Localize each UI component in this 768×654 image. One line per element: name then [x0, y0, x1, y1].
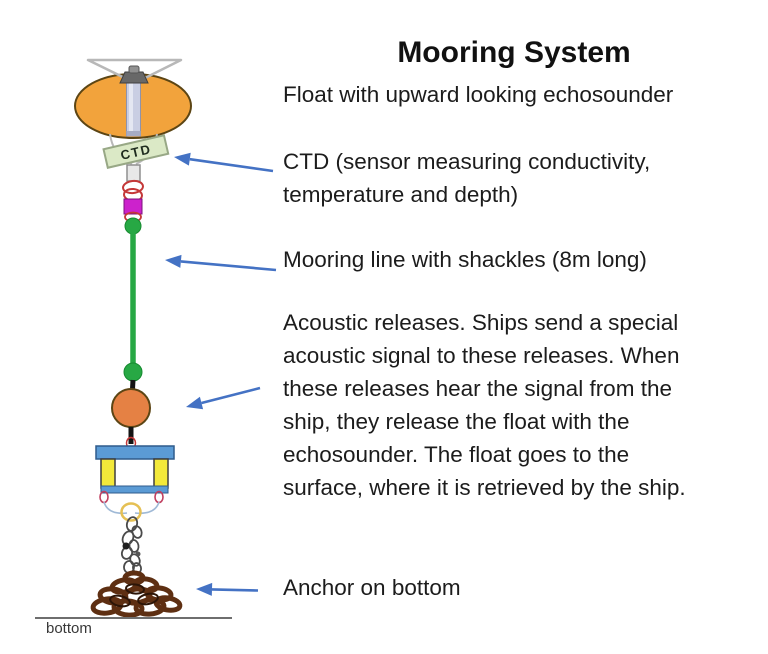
chain-links	[120, 516, 143, 574]
seabed-label: bottom	[46, 620, 92, 637]
float-top-frame	[86, 58, 183, 85]
echosounder-bottom-cap	[126, 131, 141, 136]
chain-gray-link	[135, 551, 141, 557]
connector-cylinder	[126, 164, 141, 182]
arrowhead-anchor	[196, 582, 213, 596]
label-float-echosounder: Float with upward looking echosounder	[283, 82, 674, 107]
echosounder-cylinder	[126, 79, 141, 137]
acoustic-release-ball	[111, 379, 151, 450]
shackle-stack	[122, 164, 144, 223]
arrowhead-mooring	[165, 254, 182, 268]
mooring-line-bottom-ball	[123, 362, 143, 382]
sling-lines	[103, 501, 160, 515]
lift-ring	[120, 502, 142, 522]
release-left	[100, 458, 116, 489]
arrowhead-acoustic	[186, 396, 204, 410]
release-right	[153, 458, 169, 489]
frame-top-bar	[95, 445, 175, 460]
label-ctd-sensor: CTD (sensor measuring conductivity, temp…	[283, 149, 651, 207]
page-title: Mooring System	[397, 36, 631, 69]
acoustic-releases-frame	[95, 445, 175, 522]
anchor-chain-pile	[90, 570, 183, 618]
arrowhead-ctd	[174, 152, 191, 166]
ctd-sensor-tag: CTD	[102, 134, 170, 169]
echosounder-highlight	[129, 82, 133, 132]
mooring-line-with-shackles	[123, 217, 143, 382]
ctd-tag-plate	[102, 134, 170, 169]
ctd-tag-text: CTD	[119, 141, 153, 163]
arrow-to-mooring-line	[165, 254, 277, 272]
arrow-to-acoustic-release	[186, 386, 261, 410]
arrow-to-anchor	[196, 582, 259, 596]
label-anchor: Anchor on bottom	[283, 575, 461, 600]
label-acoustic-releases: Acoustic releases. Ships send a special …	[283, 310, 686, 500]
arrow-to-ctd	[174, 152, 274, 173]
chain-dark-link	[122, 542, 130, 550]
magenta-instrument	[123, 198, 143, 215]
echosounder-knob	[128, 65, 140, 74]
echosounder-transducer-cap	[119, 71, 149, 84]
red-shackle-upper	[122, 179, 144, 195]
label-mooring-line: Mooring line with shackles (8m long)	[283, 247, 647, 272]
frame-bottom-bar	[100, 485, 169, 494]
release-float-sphere	[111, 388, 151, 428]
